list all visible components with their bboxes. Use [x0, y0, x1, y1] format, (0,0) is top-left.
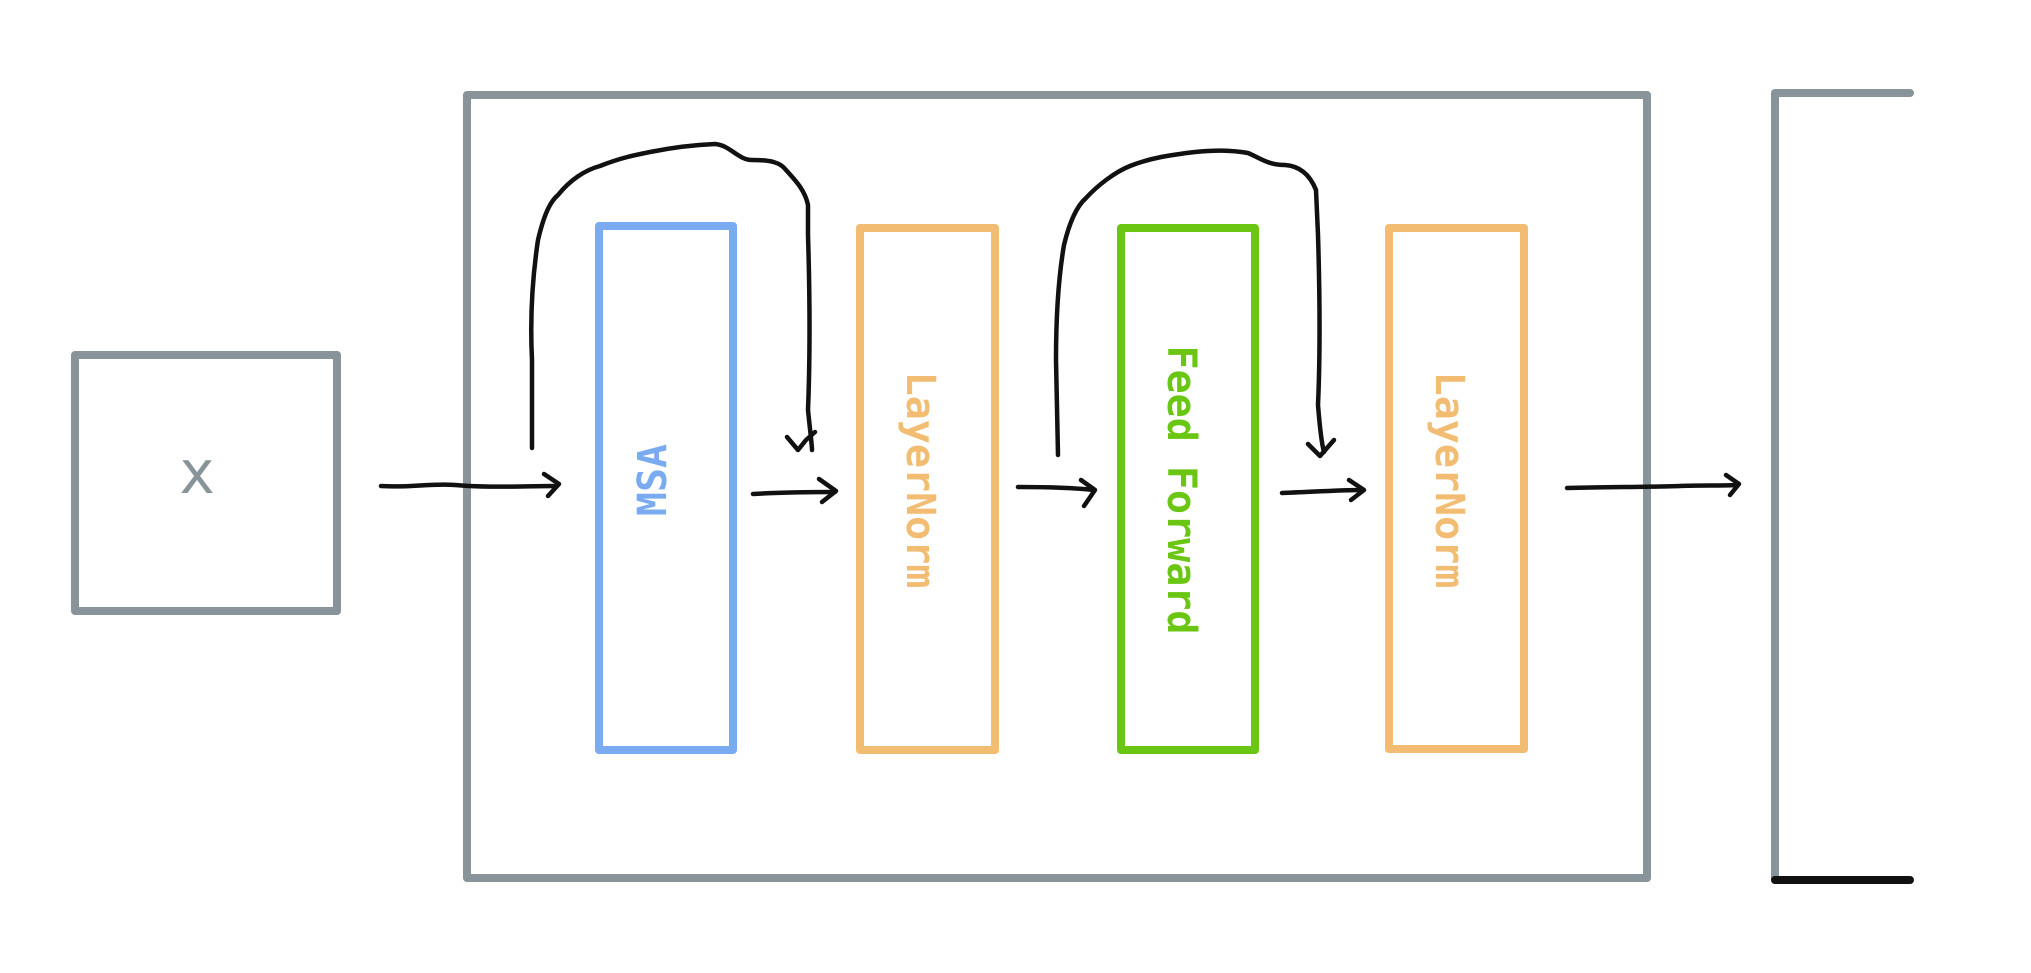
partial-box-right	[1771, 89, 1914, 884]
layernorm-block-1	[856, 224, 999, 754]
arrow-right-icon	[750, 476, 839, 505]
arrow-right-icon	[378, 471, 562, 499]
layernorm-label-1: LayerNorm	[897, 372, 943, 589]
arrow-right-icon	[1279, 477, 1367, 503]
layernorm-block-2	[1385, 224, 1528, 753]
curved-arrow-icon	[1053, 148, 1337, 459]
arrow-right-icon	[1564, 472, 1742, 498]
feedforward-label: Feed Forward	[1158, 346, 1204, 635]
input-label: x	[179, 438, 215, 508]
msa-label: MSA	[630, 444, 676, 516]
curved-arrow-icon	[529, 141, 818, 453]
msa-block	[595, 222, 737, 754]
feedforward-block	[1117, 224, 1259, 754]
layernorm-label-2: LayerNorm	[1426, 372, 1472, 589]
arrow-right-icon	[1015, 477, 1098, 509]
input-box	[71, 351, 341, 615]
